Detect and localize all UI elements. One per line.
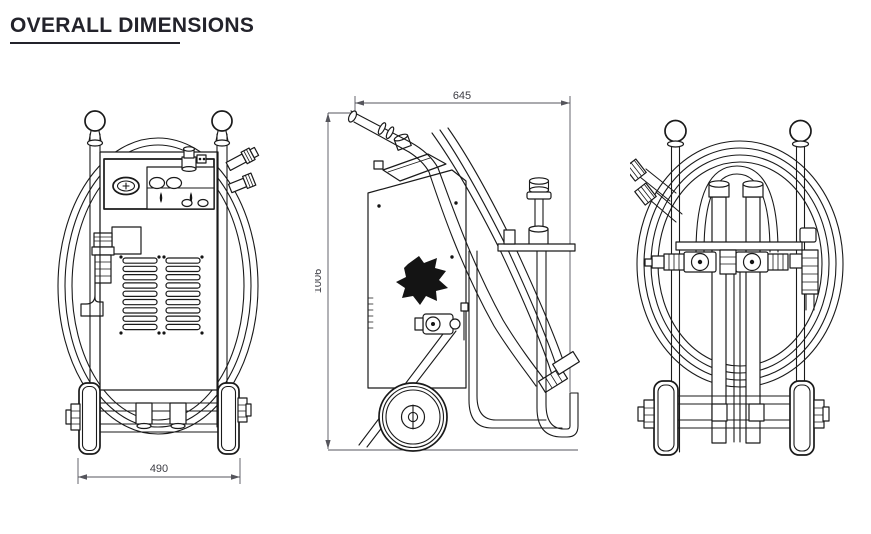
side-view-drawing: 645 1006 bbox=[315, 90, 580, 452]
handle-post-right bbox=[211, 110, 233, 428]
control-panel bbox=[112, 166, 215, 210]
dimension-height: 1006 bbox=[315, 112, 578, 451]
wheel-right bbox=[217, 382, 252, 455]
title-underline bbox=[10, 42, 180, 44]
front-view-drawing: 490 bbox=[57, 110, 260, 484]
bracket-plate bbox=[497, 243, 576, 252]
page-title: OVERALL DIMENSIONS bbox=[10, 14, 255, 37]
control-box-side bbox=[373, 133, 447, 182]
handle-post-left bbox=[84, 110, 106, 428]
base-frame bbox=[99, 402, 219, 433]
base-frame-rear bbox=[663, 395, 813, 429]
wheel-left-rear bbox=[637, 380, 679, 456]
dimension-height-value: 1006 bbox=[315, 269, 324, 293]
regulator-knob bbox=[181, 146, 207, 173]
handle-knob-left bbox=[84, 110, 106, 132]
vent-grille bbox=[119, 255, 204, 335]
hose-outlets-left bbox=[630, 158, 683, 223]
wheel-left bbox=[65, 382, 101, 455]
title-block: OVERALL DIMENSIONS bbox=[10, 14, 254, 44]
handle-knob-right bbox=[211, 110, 233, 132]
hose-coil bbox=[57, 137, 259, 435]
rear-handle-assembly bbox=[497, 177, 576, 252]
handle-knob-left-rear bbox=[664, 119, 687, 143]
dimension-depth-value: 645 bbox=[453, 90, 471, 102]
valve-manifold bbox=[644, 241, 803, 275]
dimension-depth: 645 bbox=[354, 90, 571, 392]
torch-gun bbox=[347, 110, 439, 173]
dimension-width: 490 bbox=[77, 458, 241, 484]
torch-clamp bbox=[414, 302, 469, 341]
dimension-width-value: 490 bbox=[150, 463, 168, 475]
label-plate bbox=[111, 226, 142, 255]
wheel-right-rear bbox=[789, 380, 830, 456]
rear-view-drawing bbox=[630, 119, 844, 456]
body-logo bbox=[396, 256, 448, 305]
fitting-right bbox=[789, 227, 819, 311]
handle-arch bbox=[695, 165, 779, 253]
handle-knob-right-rear bbox=[789, 119, 812, 143]
wheel-side bbox=[378, 382, 448, 452]
center-rods bbox=[733, 251, 741, 443]
hose-connectors-right bbox=[225, 146, 260, 194]
valve-assembly-left bbox=[80, 232, 115, 317]
trolley-frame-side bbox=[358, 250, 579, 448]
